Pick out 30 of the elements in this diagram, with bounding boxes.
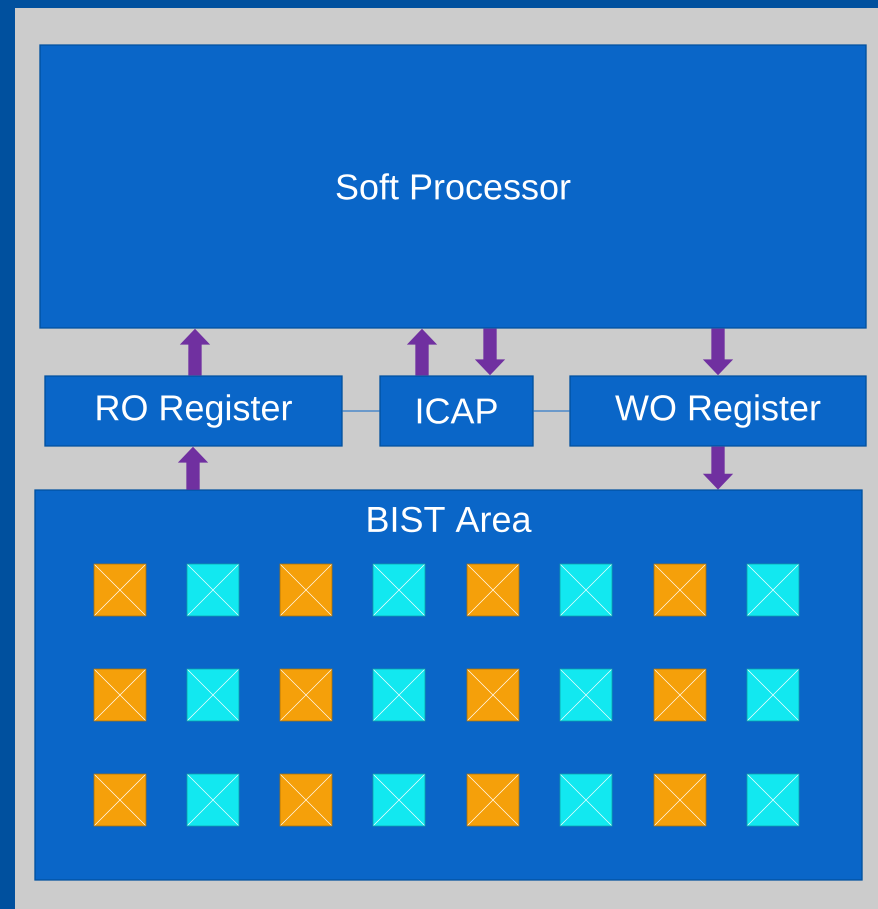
tile-box (654, 564, 706, 616)
tile-box (746, 564, 800, 616)
tile-box (746, 668, 800, 722)
tile-box (560, 564, 612, 616)
tile-box (186, 774, 240, 826)
tile-box (280, 564, 332, 616)
tile-box (372, 564, 426, 616)
tile-box (94, 668, 146, 722)
connector-line (534, 410, 570, 412)
register-box: WO Register (569, 375, 867, 447)
tile-box (654, 668, 706, 722)
tile-box (94, 564, 146, 616)
register-box: ICAP (379, 375, 534, 447)
connector-line (342, 410, 380, 412)
tile-box (94, 774, 146, 826)
tile-box (372, 668, 426, 722)
processor-box: Soft Processor (39, 44, 867, 329)
tile-box (280, 774, 332, 826)
tile-box (372, 774, 426, 826)
tile-box (280, 668, 332, 722)
tile-box (186, 668, 240, 722)
tile-box (654, 774, 706, 826)
tile-box (560, 774, 612, 826)
register-box: RO Register (44, 375, 343, 447)
tile-box (746, 774, 800, 826)
tile-box (466, 564, 520, 616)
tile-box (186, 564, 240, 616)
tile-box (560, 668, 612, 722)
tile-box (466, 774, 520, 826)
tile-box (466, 668, 520, 722)
